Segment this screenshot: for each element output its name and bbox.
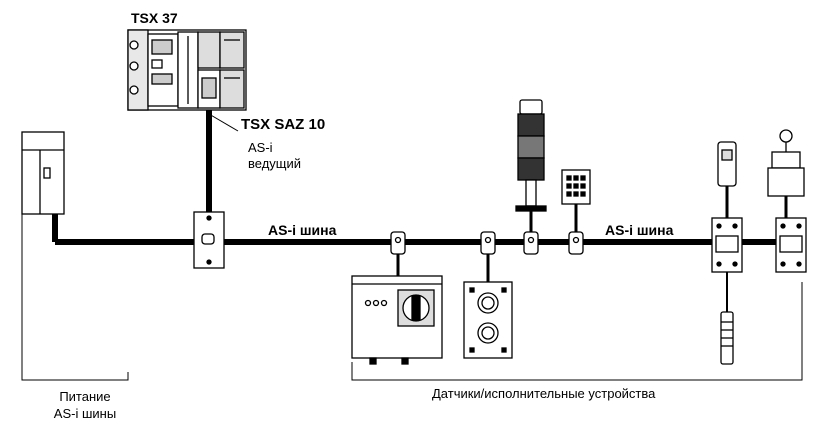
signal-tower-icon — [515, 99, 547, 212]
pushbutton-station-icon — [463, 281, 513, 359]
power-supply-icon — [21, 131, 65, 215]
keypad-icon — [561, 169, 591, 205]
power-supply-bracket — [21, 214, 129, 381]
proximity-sensor-icon — [720, 272, 734, 365]
motor-starter-icon — [351, 275, 443, 365]
proximity-sensor-icon — [717, 141, 737, 218]
plc-icon — [127, 29, 247, 111]
bus-label-left: AS-i шина — [268, 222, 337, 238]
master-role-label: AS-i ведущий — [248, 140, 302, 171]
devices-bracket — [351, 282, 803, 381]
power-supply-label: Питание AS-i шины — [53, 389, 117, 421]
limit-switch-icon — [767, 129, 805, 218]
sensors-actuators-label: Датчики/исполнительные устройства — [432, 386, 656, 401]
io-module-icon — [711, 217, 807, 273]
plc-model-label: TSX 37 — [131, 10, 178, 26]
bus-label-right: AS-i шина — [605, 222, 674, 238]
master-interface-icon — [193, 211, 225, 269]
master-module-label: TSX SAZ 10 — [241, 116, 326, 133]
